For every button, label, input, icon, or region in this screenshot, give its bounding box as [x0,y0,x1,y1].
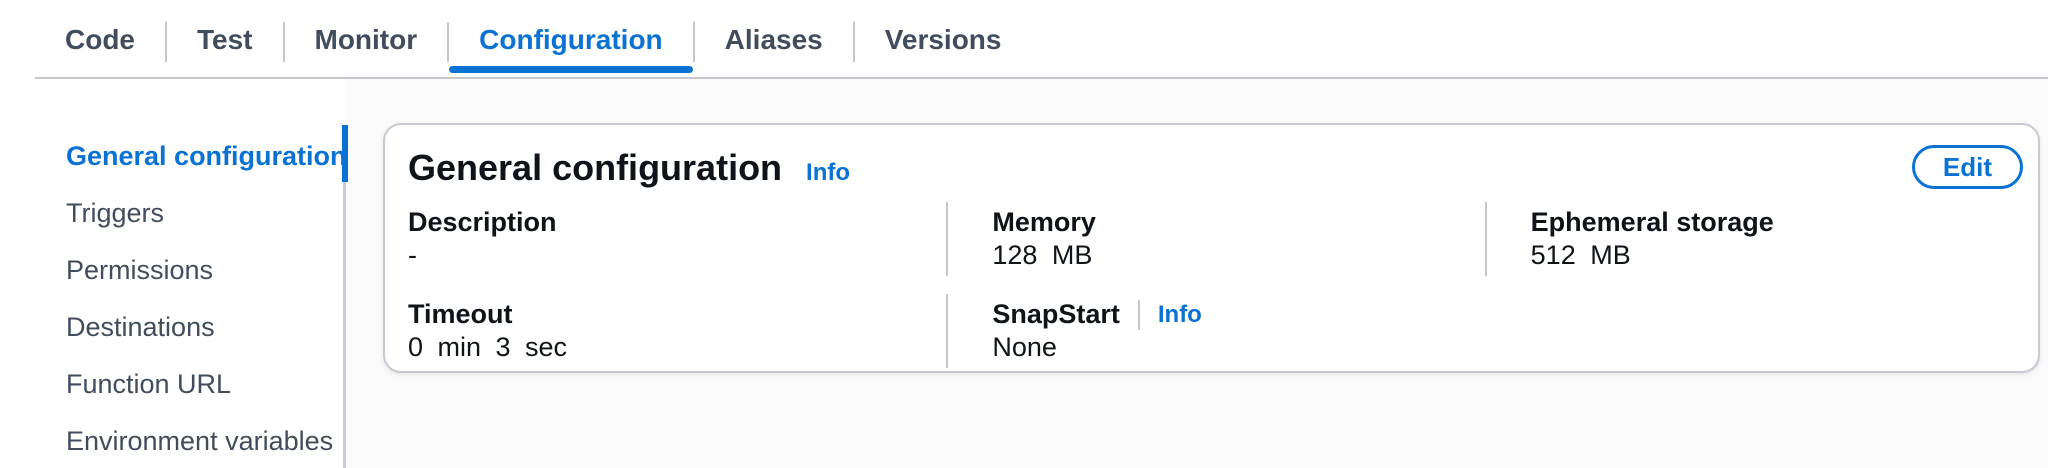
function-tab-bar: Code Test Monitor Configuration Aliases … [0,0,2048,79]
snapstart-info-link[interactable]: Info [1157,301,1202,328]
field-snapstart: SnapStart Info None [946,294,1484,368]
sidebar-divider [343,125,347,468]
tab-divider [447,21,450,62]
tab-monitor-label: Monitor [314,23,418,55]
sidebar-item-triggers[interactable]: Triggers [66,198,165,228]
tab-test-label: Test [197,23,253,55]
edit-button[interactable]: Edit [1911,145,2023,189]
main-panel: General configuration Info Edit Descript… [346,79,2048,468]
general-configuration-card: General configuration Info Edit Descript… [383,123,2040,373]
tab-versions-label: Versions [884,23,1002,55]
tab-code[interactable]: Code [35,0,165,79]
field-ephemeral-storage-value: 512 MB [1530,240,1631,270]
configuration-content: General configuration Triggers Permissio… [0,79,2048,468]
tab-aliases-label: Aliases [724,23,823,55]
tab-monitor[interactable]: Monitor [285,0,448,79]
snapstart-info-divider [1137,299,1140,330]
tab-divider [165,21,167,62]
sidebar-item-general-configuration[interactable]: General configuration [66,141,347,171]
card-header: General configuration Info Edit [408,145,2023,191]
card-title: General configuration [408,147,783,188]
field-description-label: Description [408,207,557,237]
tab-aliases[interactable]: Aliases [695,0,853,79]
tab-divider [282,21,285,62]
field-empty-cell [1485,294,2023,368]
title-info-link[interactable]: Info [806,159,851,186]
field-snapstart-value: None [992,332,1057,362]
field-timeout-value: 0 min 3 sec [408,332,568,362]
sidebar-item-environment-variables[interactable]: Environment variables [66,426,334,456]
field-timeout: Timeout 0 min 3 sec [408,294,946,368]
field-description: Description - [408,202,946,276]
field-ephemeral-storage: Ephemeral storage 512 MB [1484,202,2023,276]
field-snapstart-label: SnapStart [992,299,1120,329]
sidebar-active-indicator [342,125,348,182]
configuration-fields-grid: Description - Memory 128 MB Ephemeral st… [408,202,2023,368]
sidebar-item-permissions[interactable]: Permissions [66,255,214,285]
field-memory-label: Memory [992,207,1096,237]
card-title-group: General configuration Info [408,145,850,191]
field-memory-value: 128 MB [992,240,1093,270]
field-snapstart-label-row: SnapStart Info [992,298,1484,331]
sidebar-item-destinations[interactable]: Destinations [66,312,215,342]
tab-configuration-label: Configuration [479,23,663,55]
tab-divider [692,21,695,62]
field-description-value: - [408,240,417,270]
field-ephemeral-storage-label: Ephemeral storage [1530,207,1774,237]
tab-code-label: Code [65,23,135,55]
tab-test[interactable]: Test [167,0,283,79]
tab-versions[interactable]: Versions [855,0,1032,79]
tab-divider [852,21,855,62]
tab-configuration[interactable]: Configuration [449,0,693,79]
field-timeout-label: Timeout [408,299,513,329]
configuration-sidebar: General configuration Triggers Permissio… [0,79,347,468]
field-memory: Memory 128 MB [946,202,1484,276]
sidebar-item-function-url[interactable]: Function URL [66,369,232,399]
